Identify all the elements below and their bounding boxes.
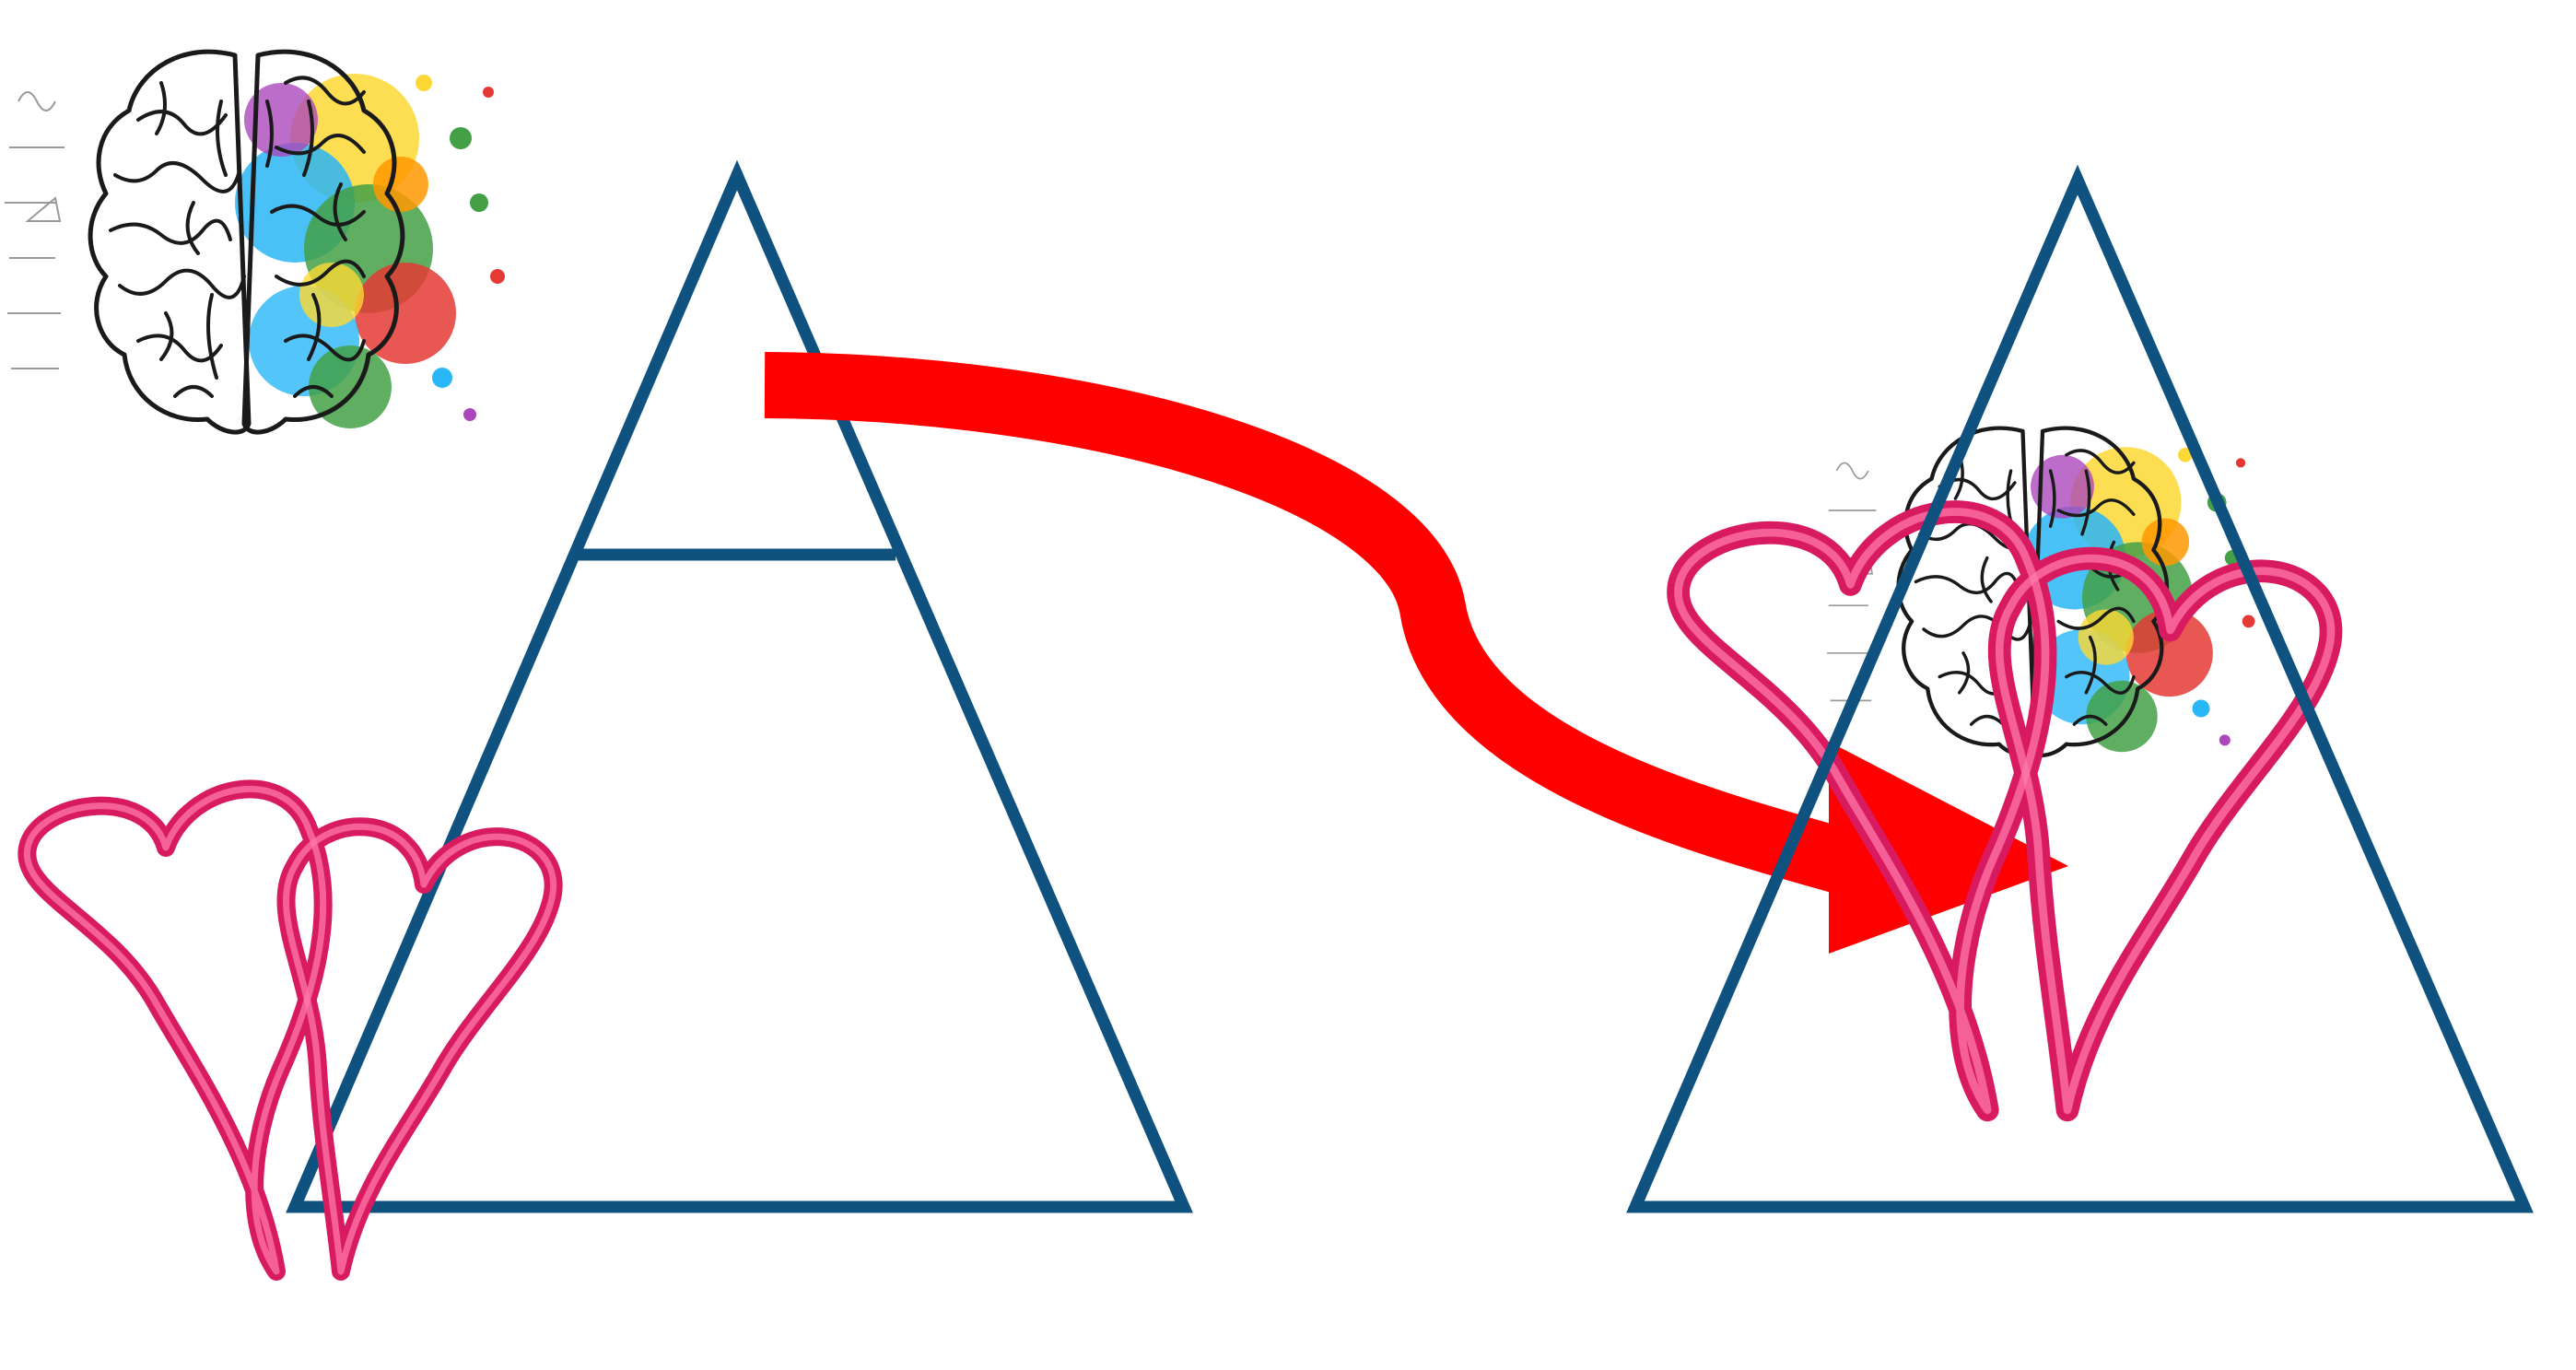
hearts-left xyxy=(27,789,553,1271)
right-figure xyxy=(1635,180,2524,1207)
left-figure xyxy=(5,52,1184,1271)
brain-illustration-left xyxy=(5,52,505,432)
